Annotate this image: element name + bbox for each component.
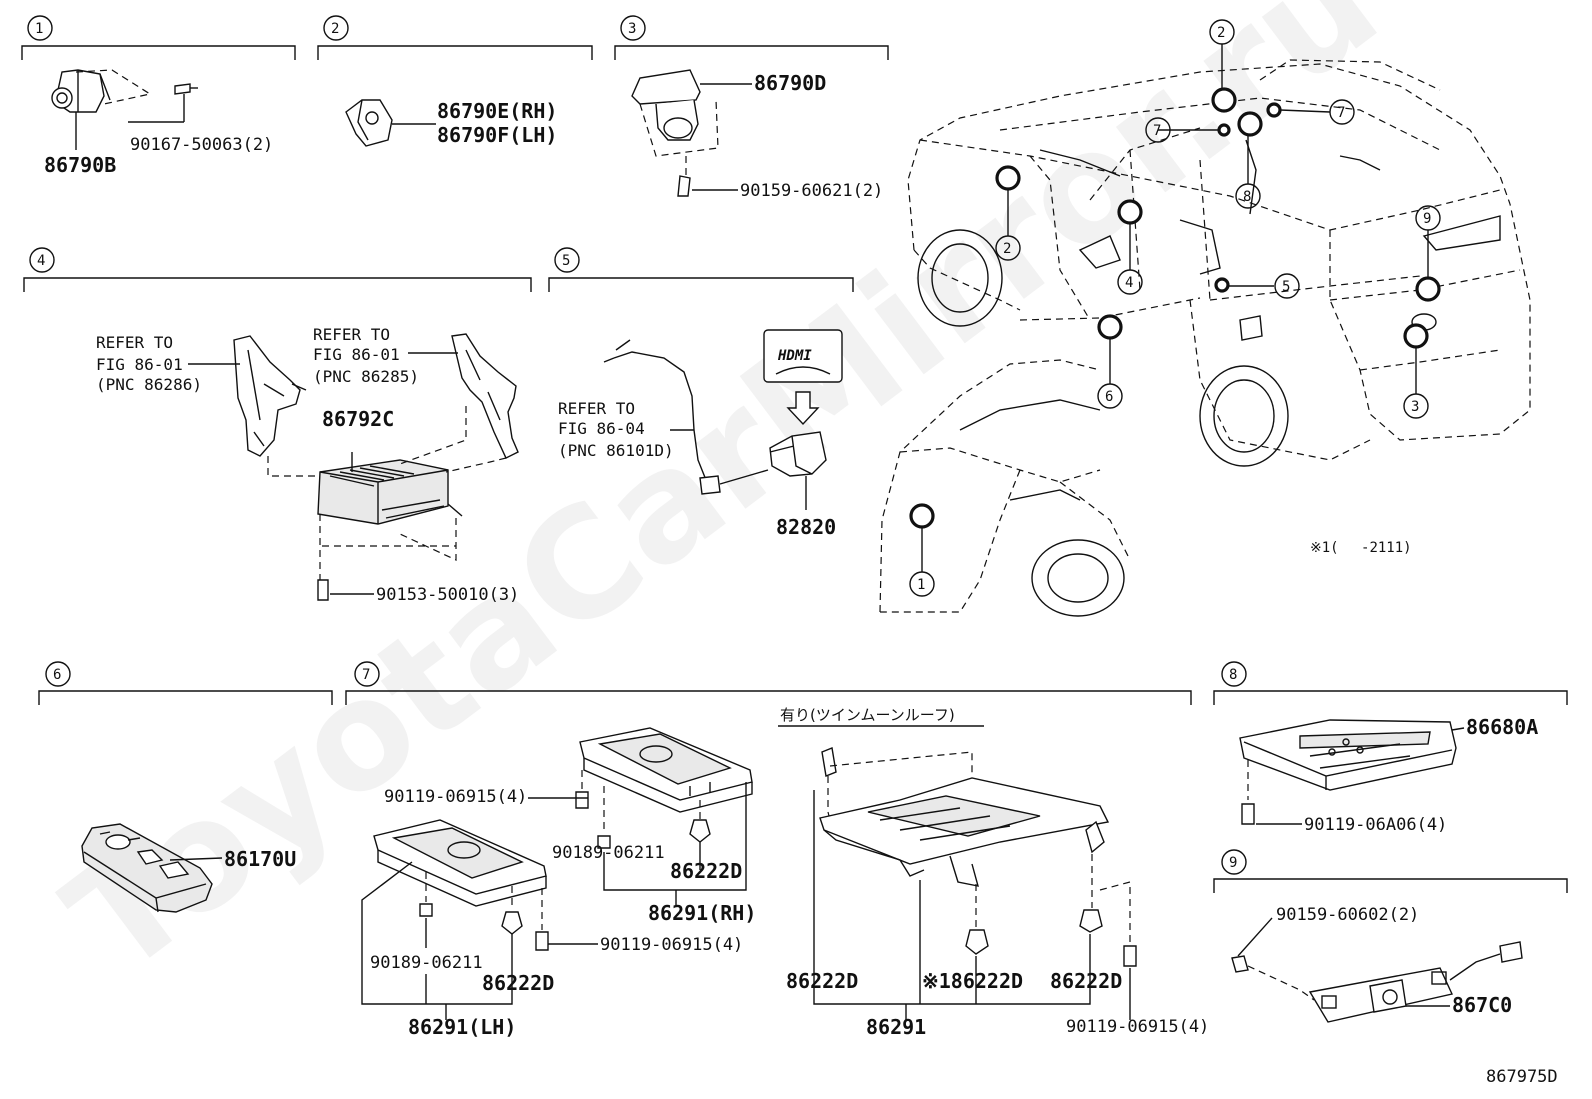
hdmi-icon (763, 329, 843, 383)
bracket-86790E-F (345, 99, 436, 147)
label-86291-RH: 86291(RH) (648, 901, 756, 925)
ref2-line2: FIG 86-01 (313, 345, 400, 364)
label-90167-50063: 90167-50063(2) (130, 135, 273, 155)
callout-2-side: 2 (995, 235, 1021, 261)
callout-number: 9 (1423, 211, 1431, 227)
section-header-5: 5 (548, 247, 854, 292)
label-86680A: 86680A (1466, 715, 1538, 739)
callout-7-right: 7 (1329, 99, 1355, 125)
label-90159-60621: 90159-60621(2) (740, 181, 883, 201)
ecu-assembly-86792C (188, 333, 519, 601)
callout-1: 1 (909, 571, 935, 597)
down-arrow-icon (786, 391, 820, 426)
ref3-line1: REFER TO (558, 399, 635, 418)
hdmi-icon-label: HDMI (777, 348, 812, 364)
label-86790E-RH: 86790E(RH) (437, 99, 557, 123)
production-note: ※1( -2111) (1310, 540, 1412, 556)
label-82820: 82820 (776, 515, 836, 539)
hdmi-terminal-82820: HDMI (603, 329, 843, 510)
bracket-86291 (813, 747, 1137, 1020)
remote-controller-86170U (81, 823, 223, 913)
callout-2-top: 2 (1209, 19, 1235, 45)
camera-86790B (51, 69, 198, 150)
section-header-3: 3 (614, 15, 889, 60)
label-86170U: 86170U (224, 847, 296, 871)
callout-number: 2 (1217, 25, 1225, 41)
ref2-line3: (PNC 86285) (313, 367, 419, 386)
label-86790B: 86790B (44, 153, 116, 177)
section-header-4: 4 (23, 247, 532, 292)
label-90119-06A06: 90119-06A06(4) (1304, 815, 1447, 835)
ref3-line3: (PNC 86101D) (558, 441, 674, 460)
ref1-line1: REFER TO (96, 333, 173, 352)
bracket-86291-lh (361, 819, 598, 1020)
ref1-line3: (PNC 86286) (96, 375, 202, 394)
callout-number: 3 (1411, 399, 1419, 415)
callout-number: 5 (1282, 279, 1290, 295)
section-header-1: 1 (21, 15, 296, 60)
label-86222D-c: 86222D (786, 969, 858, 993)
callout-number: 4 (1125, 275, 1133, 291)
label-867C0: 867C0 (1452, 993, 1512, 1017)
camera-867C0 (1231, 917, 1523, 1023)
callout-number: 1 (917, 577, 925, 593)
callout-3: 3 (1403, 393, 1429, 419)
label-86222D-b: 86222D (482, 971, 554, 995)
label-90119-06915-a: 90119-06915(4) (384, 787, 527, 807)
section-number-8: 8 (1229, 667, 1237, 683)
section-number-7: 7 (362, 667, 370, 683)
label-90119-06915-c: 90119-06915(4) (1066, 1017, 1209, 1037)
section-number-2: 2 (331, 21, 339, 37)
label-86291-LH: 86291(LH) (408, 1015, 516, 1039)
section-header-2: 2 (317, 15, 593, 60)
label-86792C: 86792C (322, 407, 394, 431)
label-90153-50010: 90153-50010(3) (376, 585, 519, 605)
callout-number: 7 (1153, 123, 1161, 139)
ref1-line2: FIG 86-01 (96, 355, 183, 374)
label-90189-06211-a: 90189-06211 (552, 843, 665, 863)
callout-number: 2 (1003, 241, 1011, 257)
label-86790D: 86790D (754, 71, 826, 95)
callout-number: 7 (1337, 105, 1345, 121)
label-86790F-LH: 86790F(LH) (437, 123, 557, 147)
callout-number: 8 (1243, 189, 1251, 205)
ref3-line2: FIG 86-04 (558, 419, 645, 438)
section-number-9: 9 (1229, 855, 1237, 871)
vehicle-illustration: 2 7 7 8 2 4 5 9 6 3 1 (879, 19, 1531, 617)
label-86222D-d: ※186222D (922, 969, 1023, 993)
label-twin-moon-roof: 有り(ツインムーンルーフ) (780, 706, 955, 724)
label-86222D-a: 86222D (670, 859, 742, 883)
section-header-6: 6 (38, 661, 333, 705)
callout-6: 6 (1097, 383, 1123, 409)
callout-number: 6 (1105, 389, 1113, 405)
section-header-8: 8 (1213, 661, 1568, 705)
ref2-line1: REFER TO (313, 325, 390, 344)
diagram-code: 867975D (1486, 1067, 1558, 1087)
bracket-86291-rh (528, 727, 753, 906)
label-86222D-e: 86222D (1050, 969, 1122, 993)
callout-5: 5 (1274, 273, 1300, 299)
section-number-4: 4 (37, 253, 45, 269)
section-number-3: 3 (628, 21, 636, 37)
camera-86790D (631, 69, 752, 197)
section-number-5: 5 (562, 253, 570, 269)
section-number-6: 6 (53, 667, 61, 683)
section-header-7: 7 (345, 661, 1192, 705)
label-90159-60602: 90159-60602(2) (1276, 905, 1419, 925)
label-90189-06211-b: 90189-06211 (370, 953, 483, 973)
label-86291: 86291 (866, 1015, 926, 1039)
callout-7-left: 7 (1145, 117, 1171, 143)
section-number-1: 1 (35, 21, 43, 37)
callout-9: 9 (1415, 205, 1441, 231)
label-90119-06915-b: 90119-06915(4) (600, 935, 743, 955)
module-86680A (1239, 719, 1465, 825)
callout-8: 8 (1235, 183, 1261, 209)
callout-4: 4 (1117, 269, 1143, 295)
section-header-9: 9 (1213, 849, 1568, 893)
